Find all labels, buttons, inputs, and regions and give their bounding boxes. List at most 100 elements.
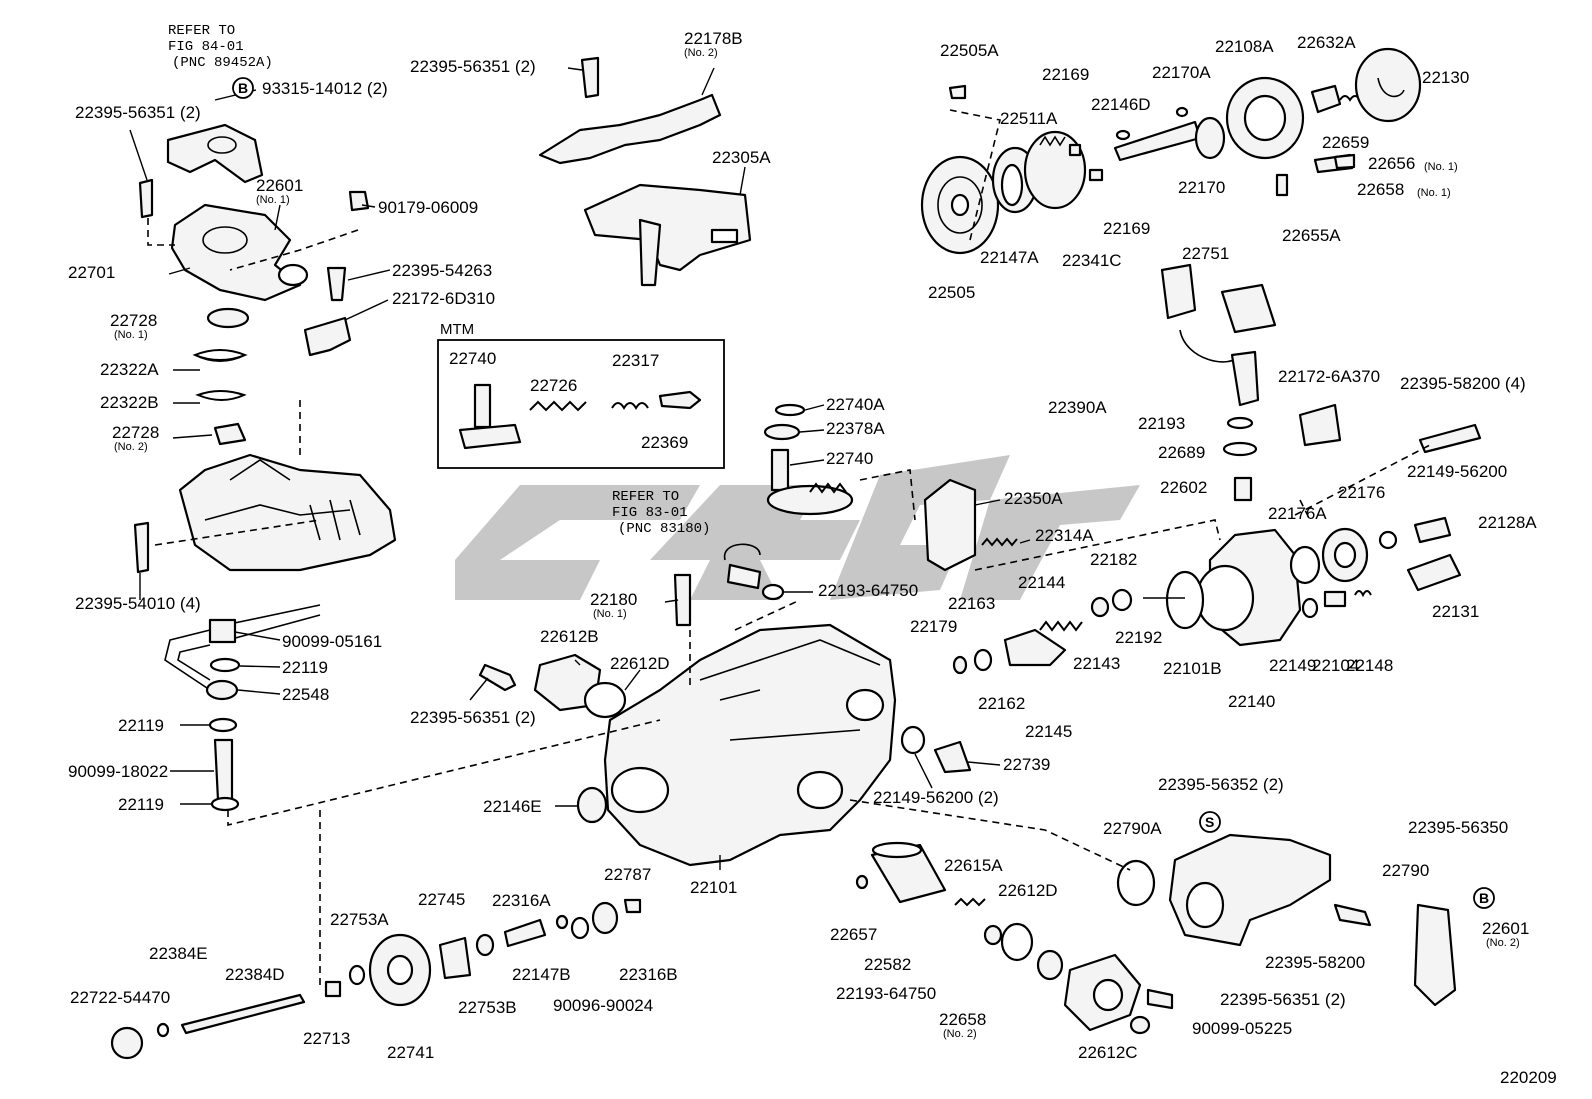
part-label-21: 22740 bbox=[449, 349, 496, 368]
filter-22602 bbox=[1233, 476, 1253, 502]
shaft-22384D bbox=[180, 993, 306, 1035]
part-label-91: 22193-64750 bbox=[836, 984, 936, 1003]
throttle-sensor bbox=[166, 123, 264, 184]
mtm-pin-22726 bbox=[529, 400, 587, 412]
plug-22146E bbox=[576, 786, 608, 824]
svg-text:S: S bbox=[1205, 814, 1214, 830]
sensor-wire-83180 bbox=[724, 543, 762, 590]
bolt-22395-56351-mid bbox=[478, 663, 517, 692]
part-label-40: 22511A bbox=[1000, 109, 1058, 128]
part-label-10: 22728 bbox=[112, 423, 159, 442]
connector-22180 bbox=[673, 573, 692, 627]
washer-22728-no1 bbox=[206, 307, 250, 329]
part-label-107: 22713 bbox=[303, 1029, 350, 1048]
seal-22147A bbox=[1000, 163, 1024, 207]
svg-text:(PNC 89452A): (PNC 89452A) bbox=[172, 55, 273, 71]
part-label-1: 93315-14012 (2) bbox=[262, 79, 388, 98]
part-label-15: 22119 bbox=[118, 716, 164, 735]
part-label-3: 90179-06009 bbox=[378, 198, 478, 217]
part-label-56: 22751 bbox=[1182, 244, 1229, 263]
o-ring-22689 bbox=[1222, 441, 1258, 457]
gear-22341C bbox=[1023, 130, 1087, 210]
part-label-45: 22632A bbox=[1297, 33, 1356, 52]
washer-22162 bbox=[973, 648, 993, 672]
part-label-63: 22149-56200 bbox=[1407, 462, 1507, 481]
o-ring-22101B bbox=[1165, 570, 1205, 630]
part-label-note-31: (No. 1) bbox=[593, 608, 627, 620]
washer-22753A bbox=[348, 964, 366, 986]
part-label-51: 22169 bbox=[1103, 219, 1150, 238]
adjusting-lever bbox=[170, 203, 309, 302]
part-label-108: 22741 bbox=[387, 1043, 434, 1062]
bushing-22316B bbox=[591, 901, 619, 935]
part-label-note-92: (No. 2) bbox=[943, 1028, 977, 1040]
part-label-60: 22193 bbox=[1138, 414, 1185, 433]
svg-text:(PNC 83180): (PNC 83180) bbox=[618, 521, 710, 537]
seat-22143 bbox=[1090, 596, 1110, 618]
part-number-labels: 22395-56351 (2)93315-14012 (2)22601(No. … bbox=[68, 29, 1537, 1062]
part-label-93: 22612C bbox=[1078, 1043, 1138, 1062]
reference-note-84-01: REFER TO FIG 84-01 (PNC 89452A) bbox=[168, 23, 273, 71]
part-label-44: 22108A bbox=[1215, 37, 1274, 56]
part-label-25: 22740A bbox=[826, 395, 885, 414]
gasket-22119-b bbox=[210, 796, 240, 812]
key-22169-a bbox=[1068, 143, 1082, 157]
piston-22582 bbox=[870, 841, 947, 904]
bolt-22395-58200 bbox=[1333, 903, 1372, 927]
washer-90096-90024 bbox=[570, 916, 590, 940]
washer-22753B bbox=[475, 933, 495, 957]
bracket-22172-6A370 bbox=[1298, 403, 1342, 447]
o-ring-22193 bbox=[1226, 416, 1254, 430]
part-label-20: 22305A bbox=[712, 148, 771, 167]
bolts-upper-left bbox=[138, 178, 370, 302]
part-label-46: 22130 bbox=[1422, 68, 1469, 87]
lever-22178B bbox=[538, 93, 722, 165]
pin-22316A bbox=[503, 918, 547, 948]
plate-22145 bbox=[1003, 628, 1067, 667]
part-label-note-19: (No. 2) bbox=[684, 47, 718, 59]
part-label-32: 22612B bbox=[540, 627, 599, 646]
part-label-69: 22182 bbox=[1090, 550, 1137, 569]
part-label-note-48: (No. 1) bbox=[1424, 161, 1458, 173]
drive-pulley-22505 bbox=[920, 155, 1000, 255]
part-label-7: 22728 bbox=[110, 311, 157, 330]
o-ring-22176A bbox=[1289, 545, 1321, 585]
svg-text:B: B bbox=[1479, 890, 1489, 906]
part-label-72: 22143 bbox=[1073, 654, 1120, 673]
part-label-58: 22395-58200 (4) bbox=[1400, 374, 1526, 393]
o-ring-22612D-top bbox=[583, 681, 627, 719]
part-label-82: 22790A bbox=[1103, 819, 1162, 838]
mtm-actuator-22740 bbox=[458, 383, 522, 450]
bolt-22505A bbox=[948, 84, 967, 100]
part-label-note-7: (No. 1) bbox=[114, 329, 148, 341]
washer-22384E bbox=[156, 1022, 170, 1038]
part-label-14: 22548 bbox=[282, 685, 329, 704]
mtm-spring-22317 bbox=[611, 402, 649, 410]
part-label-35: 22146E bbox=[483, 797, 542, 816]
gasket-22149 bbox=[1301, 597, 1319, 619]
nut-90099-05225 bbox=[1129, 1015, 1151, 1035]
o-ring-22740A bbox=[774, 403, 806, 417]
part-label-28: 22350A bbox=[1004, 489, 1063, 508]
part-label-59: 22390A bbox=[1048, 398, 1107, 417]
bolt-22395-54010 bbox=[133, 521, 150, 574]
gasket-22149-56200-right bbox=[1378, 530, 1398, 550]
clip-bracket bbox=[303, 316, 352, 357]
gasket-22193-64750-bottom bbox=[983, 924, 1003, 946]
gasket-22119-a bbox=[208, 717, 238, 733]
part-label-23: 22317 bbox=[612, 351, 659, 370]
part-label-43: 22146D bbox=[1091, 95, 1151, 114]
key-22169-b bbox=[1088, 168, 1104, 182]
part-label-19: 22178B bbox=[684, 29, 743, 48]
o-ring-22790A bbox=[1116, 859, 1156, 907]
part-label-54: 22147A bbox=[980, 248, 1039, 267]
part-label-22: 22726 bbox=[530, 376, 577, 395]
part-label-104: 22384E bbox=[149, 944, 208, 963]
badge-b-bottom: B bbox=[1473, 887, 1495, 909]
cover-22612C bbox=[1063, 953, 1142, 1032]
part-label-101: 22316B bbox=[619, 965, 678, 984]
part-label-83: 22790 bbox=[1382, 861, 1429, 880]
part-label-89: 22657 bbox=[830, 925, 877, 944]
gasket-22149-left bbox=[900, 725, 926, 755]
